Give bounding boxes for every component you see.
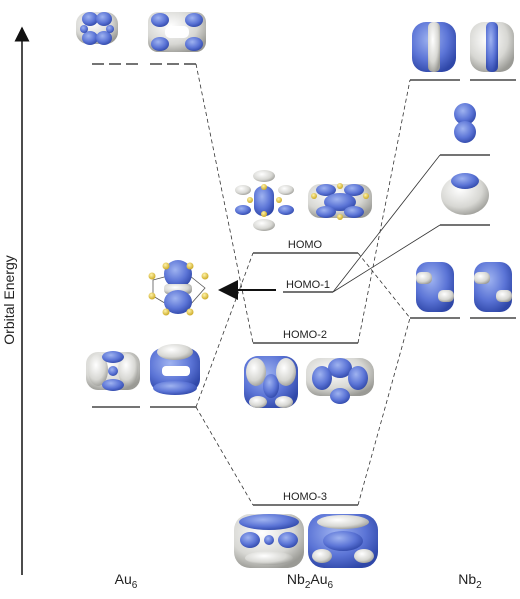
corr-line: [332, 154, 441, 293]
corr-line: [332, 224, 441, 293]
nb2-orbital-top-b-icon: [470, 22, 514, 72]
homo3-orbital-b-icon: [308, 514, 378, 568]
energy-axis: Orbital Energy: [1, 26, 30, 575]
homo3-label: HOMO-3: [283, 491, 327, 503]
homo3-orbital-a-icon: [234, 514, 304, 568]
axis-label: Orbital Energy: [1, 255, 17, 344]
correlation-lines: [195, 63, 411, 506]
corr-line: [357, 79, 411, 344]
homo1-lines: [332, 154, 441, 293]
nb2-orbital-low-a-icon: [416, 262, 454, 312]
homo-orbital-b-icon: [308, 183, 372, 220]
homo2-orbital-a-icon: [244, 356, 298, 408]
corr-line: [195, 63, 254, 344]
column-label-au6: Au6: [115, 571, 138, 591]
corr-line: [357, 252, 411, 319]
nb2-orbital-s-icon: [441, 173, 489, 215]
corr-line: [195, 252, 254, 408]
nb2-orbital-top-a-icon: [412, 22, 456, 72]
homo1-label: HOMO-1: [286, 279, 330, 291]
column-label-nb2: Nb2: [458, 571, 482, 591]
au6-orbital-top-b-icon: [148, 12, 206, 52]
homo-orbital-a-icon: [235, 170, 294, 231]
homo2-orbital-b-icon: [306, 358, 374, 404]
corr-line: [195, 406, 254, 506]
energy-levels: [92, 63, 516, 506]
corr-line: [357, 317, 411, 506]
column-label-nb2au6: Nb2Au6: [287, 571, 334, 591]
au6-orbital-low-a-icon: [86, 351, 140, 391]
nb2-orbital-low-b-icon: [474, 262, 512, 312]
nb2-orbital-sigma-icon: [454, 103, 476, 143]
au6-orbital-top-a-icon: [76, 12, 118, 45]
au6-orbital-low-b-icon: [150, 344, 200, 395]
homo1-cluster-icon: [148, 260, 209, 316]
homo2-label: HOMO-2: [283, 329, 327, 341]
homo-label: HOMO: [288, 239, 323, 251]
